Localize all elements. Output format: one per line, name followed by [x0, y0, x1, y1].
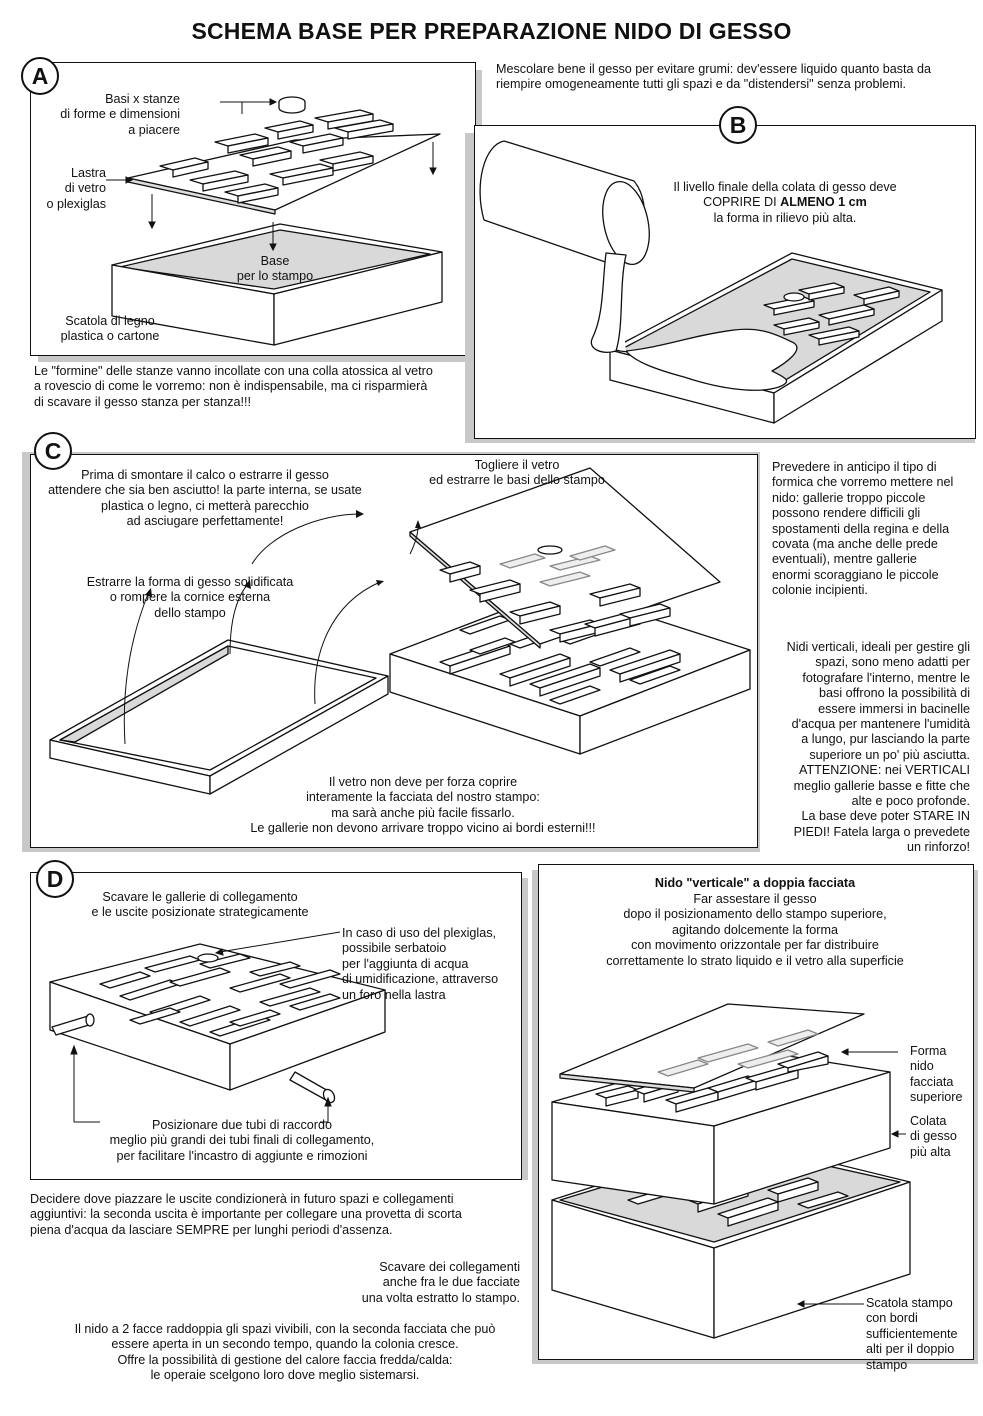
panel-c-text-wait: Prima di smontare il calco o estrarre il… — [48, 468, 362, 529]
panel-e-label-form: Forma nido facciata superiore — [910, 1044, 963, 1105]
panel-d-text-exits: Decidere dove piazzare le uscite condizi… — [30, 1192, 462, 1237]
label-bases: Basi x stanze di forme e dimensioni a pi… — [60, 92, 180, 137]
label-box: Scatola di legno plastica o cartone — [60, 314, 160, 344]
panel-c-side-2: Nidi verticali, ideali per gestire gli s… — [786, 640, 970, 855]
page-title: SCHEMA BASE PER PREPARAZIONE NIDO DI GES… — [191, 18, 792, 44]
panel-c-text-remove-glass: Togliere il vetro ed estrarre le basi de… — [429, 458, 605, 488]
panel-b-note-2: la forma in rilievo più alta. — [713, 210, 857, 225]
label-glass: Lastra di vetro o plexiglas — [46, 166, 106, 211]
panel-d-text-tubes: Posizionare due tubi di raccordo meglio … — [109, 1118, 375, 1163]
panel-b-note-1: Il livello finale della colata di gesso … — [673, 180, 897, 210]
panel-d-text-reservoir: In caso di uso del plexiglas, possibile … — [342, 926, 499, 1002]
panel-c-illustration — [30, 454, 756, 846]
panel-a-illustration — [30, 62, 480, 362]
panel-d-badge: D — [36, 860, 74, 898]
panel-b-note-bold: ALMENO 1 cm — [780, 195, 867, 210]
panel-a-caption: Le "formine" delle stanze vanno incollat… — [34, 364, 433, 409]
panel-b-illustration — [474, 125, 974, 437]
panel-d-text-connect: Scavare dei collegamenti anche fra le du… — [361, 1260, 520, 1305]
panel-e-label-box: Scatola stampo con bordi sufficientement… — [866, 1296, 958, 1372]
panel-c-text-glass-note: Il vetro non deve per forza coprire inte… — [250, 775, 596, 836]
panel-b-intro: Mescolare bene il gesso per evitare grum… — [496, 62, 932, 92]
panel-e-illustration — [538, 864, 972, 1358]
panel-d-text-dig: Scavare le gallerie di collegamento e le… — [91, 890, 309, 920]
panel-e-title: Nido "verticale" a doppia facciata — [654, 876, 856, 890]
panel-a-badge: A — [21, 57, 59, 95]
panel-b-note: Il livello finale della colata di gesso … — [660, 180, 910, 226]
panel-b-badge: B — [719, 106, 757, 144]
panel-d-illustration — [30, 872, 520, 1178]
panel-e-text: Far assestare il gesso dopo il posiziona… — [606, 892, 904, 968]
label-base: Base per lo stampo — [236, 254, 314, 284]
panel-c-side-1: Prevedere in anticipo il tipo di formica… — [772, 460, 954, 598]
panel-e-label-cast: Colata di gesso più alta — [910, 1114, 957, 1159]
panel-c-text-extract: Estrarre la forma di gesso solidificata … — [86, 575, 294, 620]
panel-d-text-double: Il nido a 2 facce raddoppia gli spazi vi… — [74, 1322, 496, 1383]
panel-c-badge: C — [34, 432, 72, 470]
